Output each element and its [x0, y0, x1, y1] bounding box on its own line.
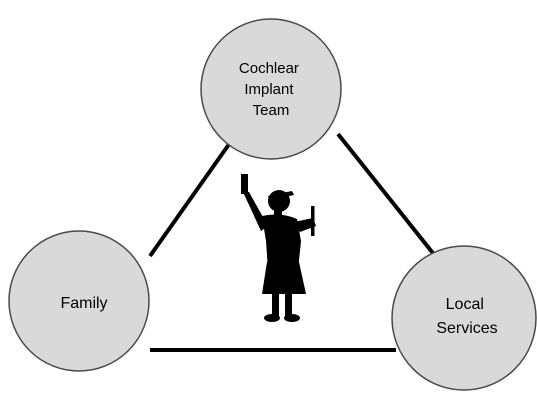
- node-label-line: Family: [60, 295, 107, 312]
- node-label-line: Cochlear: [239, 60, 299, 77]
- node-circle: [391, 245, 537, 391]
- node-label-line: Services: [436, 320, 497, 337]
- edge-team-family: [148, 138, 234, 258]
- svg-text:Cochlear Implant T: Cochlear Implant Team: [239, 60, 303, 119]
- node-family: Family: [8, 230, 150, 372]
- node-label-line: Local: [446, 296, 484, 313]
- edge-team-local: [336, 132, 442, 264]
- node-local-services: Local Services: [391, 245, 537, 391]
- node-circle: [200, 18, 342, 160]
- svg-text:Local Services: Local Services: [436, 296, 497, 337]
- node-cochlear-implant-team: Cochlear Implant Team: [200, 18, 342, 160]
- node-label-line: Team: [253, 102, 290, 119]
- node-label-line: Implant: [244, 81, 294, 98]
- node-circle: [8, 230, 150, 372]
- svg-text:Family: Family: [60, 295, 107, 312]
- child-silhouette-icon: [241, 174, 316, 322]
